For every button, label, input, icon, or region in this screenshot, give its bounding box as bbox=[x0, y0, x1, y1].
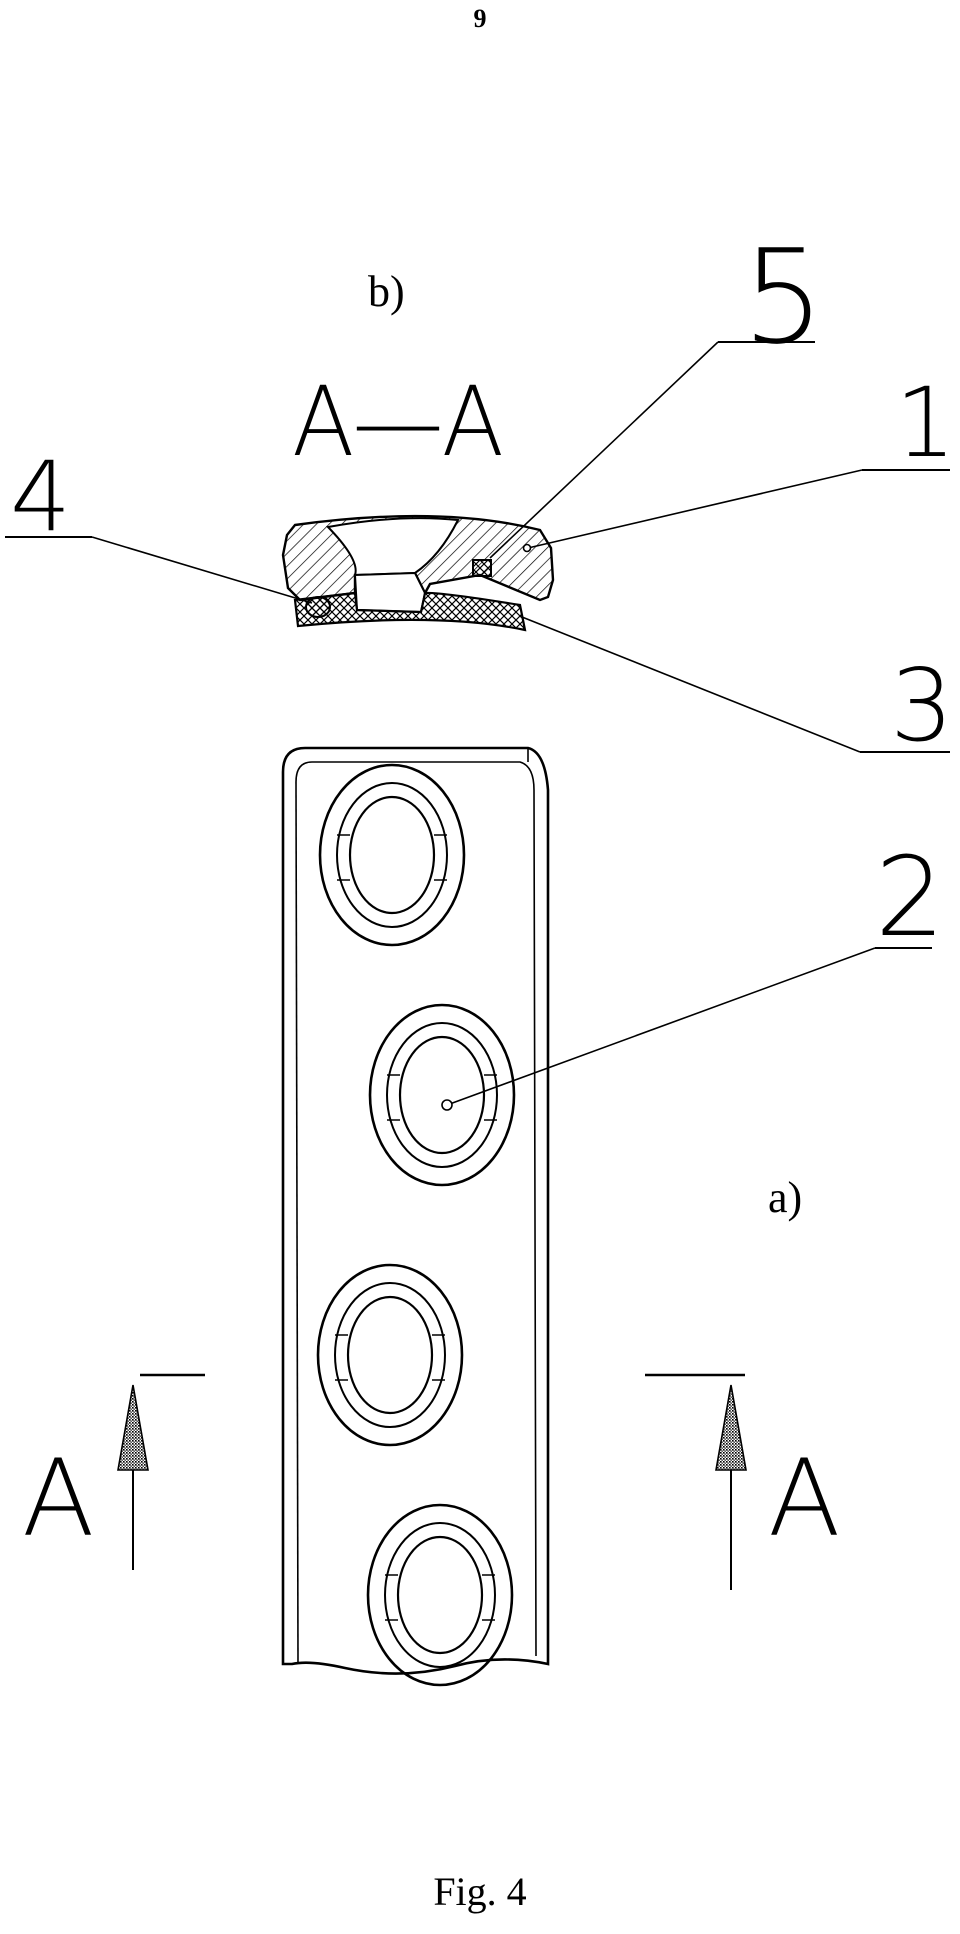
section-view bbox=[281, 514, 555, 632]
page-number: 9 bbox=[473, 4, 487, 33]
section-marker-left: A bbox=[22, 1373, 205, 1570]
callout-label-3: 3 bbox=[890, 647, 954, 764]
plate-inner-edge bbox=[295, 761, 537, 1657]
hole-1 bbox=[318, 763, 466, 947]
hole-3 bbox=[316, 1263, 464, 1447]
callout-label-1: 1 bbox=[895, 367, 956, 479]
plate-top-view bbox=[281, 746, 550, 1675]
section-marker-right: A bbox=[645, 1373, 841, 1590]
callout-dot-2 bbox=[441, 1099, 453, 1111]
callout-underlines bbox=[5, 341, 950, 949]
hole-4 bbox=[366, 1503, 514, 1687]
subfigure-label-a: a) bbox=[768, 1173, 802, 1222]
section-bottom-layer bbox=[293, 591, 527, 632]
callout-label-2: 2 bbox=[875, 833, 945, 961]
section-marker-right-label: A bbox=[768, 1437, 841, 1560]
plate-outline bbox=[281, 746, 550, 1675]
section-marker-left-label: A bbox=[22, 1437, 95, 1560]
section-left-insert bbox=[305, 596, 331, 618]
section-lower-bore bbox=[353, 571, 427, 614]
section-label: A—A bbox=[292, 366, 504, 478]
figure-caption: Fig. 4 bbox=[433, 1869, 527, 1914]
callout-dot-1 bbox=[522, 543, 532, 553]
leader-lines bbox=[91, 341, 876, 1106]
section-insert bbox=[472, 559, 492, 577]
subfigure-label-b: b) bbox=[368, 267, 405, 316]
plate-holes bbox=[316, 763, 516, 1687]
hole-2 bbox=[368, 1003, 516, 1187]
callout-label-5: 5 bbox=[742, 221, 825, 373]
section-bore bbox=[325, 517, 460, 577]
callout-label-4: 4 bbox=[10, 441, 71, 553]
